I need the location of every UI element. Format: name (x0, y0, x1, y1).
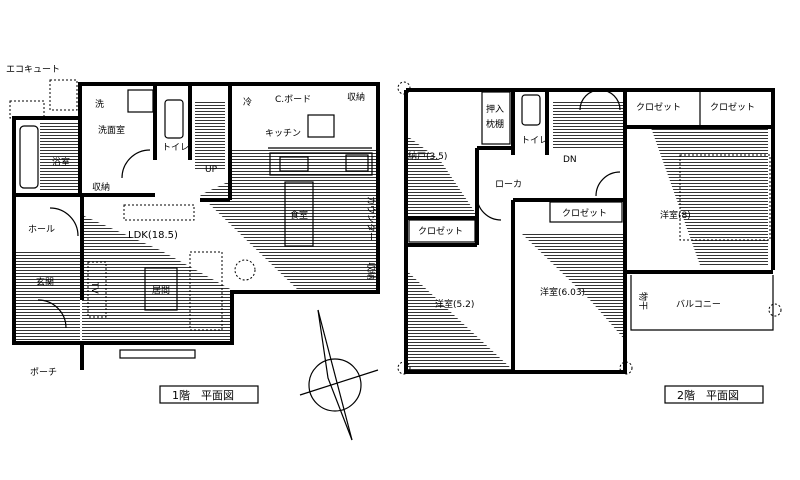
label-entrance: 玄関 (36, 276, 54, 288)
column-mark (397, 81, 411, 95)
bath-wall (12, 116, 80, 197)
storeroom-hatch (406, 135, 477, 215)
floor-1-title-box (159, 385, 259, 404)
label-hall: ホール (28, 224, 55, 235)
living-floor-hatch (82, 215, 232, 343)
label-dining: 食室 (290, 209, 308, 221)
kitchen-counter (269, 152, 373, 176)
stove (345, 154, 369, 172)
label-washer: 洗 (95, 98, 104, 110)
label-oshiire2: 枕棚 (486, 118, 504, 130)
label-bedroom52: 洋室(5.2) (435, 298, 474, 310)
label-toilet: トイレ (162, 143, 189, 153)
ecocute-unit (9, 100, 45, 119)
label-drying: 物干 (637, 292, 649, 310)
door-swing (121, 149, 151, 179)
bed (679, 154, 771, 241)
stair-turn (579, 89, 621, 111)
label-washroom: 洗面室 (98, 124, 125, 136)
plant (234, 259, 256, 281)
label-dn: DN (563, 155, 577, 165)
label-oshiire: 押入 (486, 103, 504, 115)
label-counter: カウンター (365, 196, 376, 241)
label-fridge: 冷 (243, 96, 252, 108)
label-closet-left: クロゼット (418, 225, 463, 237)
floor-1-plan: エコキュート 洗 洗面室 浴室 収納 トイレ UP 冷 C.ボード 収納 キッチ… (6, 65, 380, 441)
floor-1-outer-wall (78, 82, 380, 370)
label-balcony: バルコニー (676, 299, 721, 310)
stairs-hatch-2 (553, 100, 625, 150)
closet-mid-box (549, 201, 623, 223)
label-closet-b: クロゼット (710, 101, 755, 113)
label-tv: TV (89, 281, 99, 294)
label-porch: ポーチ (30, 367, 57, 378)
kitchen-unit (307, 114, 335, 138)
floor-2-outer-wall (404, 90, 627, 374)
floor-2-title-box (664, 385, 764, 404)
sink (279, 156, 309, 172)
toilet-fixture (164, 99, 184, 139)
door-swing (476, 195, 502, 221)
label-cupboard: C.ボード (275, 94, 311, 105)
label-storage-bath: 収納 (92, 181, 110, 193)
sofa (189, 251, 223, 331)
column-mark (768, 303, 782, 317)
label-toilet-2: トイレ (521, 136, 548, 146)
label-ldk: LDK(18.5) (128, 230, 178, 241)
entrance-floor-hatch (15, 250, 80, 340)
floor-2-plan: 納戸(3.5) 押入 枕棚 トイレ DN クロゼット クロゼット ローカ クロゼ… (397, 81, 782, 404)
label-up: UP (205, 165, 218, 175)
hall-wall (12, 195, 82, 345)
shelf (123, 204, 195, 221)
balcony-rail (630, 275, 774, 331)
bedroom8-hatch (650, 125, 768, 265)
closet-left-box (408, 219, 476, 243)
window-sill (119, 349, 196, 359)
compass-icon (299, 309, 379, 441)
bedroom52-hatch (406, 270, 513, 370)
label-closet-a: クロゼット (636, 101, 681, 113)
tv-stand (87, 261, 107, 318)
ecocute-tank (49, 79, 78, 111)
stairs-hatch (195, 100, 225, 170)
label-corridor: ローカ (495, 179, 522, 190)
bath-floor-hatch (40, 122, 80, 192)
label-ecocute: エコキュート (6, 65, 60, 75)
label-storeroom: 納戸(3.5) (408, 150, 447, 162)
label-closet-mid: クロゼット (562, 207, 607, 219)
living-table (144, 267, 178, 311)
label-kitchen: キッチン (265, 128, 301, 139)
label-bath: 浴室 (52, 156, 70, 168)
label-bedroom603: 洋室(6.03) (540, 286, 585, 298)
floor-2-title: 2階 平面図 (677, 388, 739, 402)
column-mark (397, 361, 411, 375)
door-swing (595, 171, 621, 197)
kitchen-floor-hatch (200, 150, 378, 292)
door-swing (37, 299, 67, 329)
wash-basin (127, 89, 154, 113)
label-bedroom8: 洋室(8) (660, 209, 691, 221)
bedroom603-hatch (520, 232, 625, 340)
floor-2-outer-wall-top (406, 88, 775, 270)
column-mark (619, 361, 633, 375)
oshiire-box (481, 91, 511, 145)
bathtub (19, 125, 39, 189)
toilet2-fixture (521, 94, 541, 126)
dining-table (284, 181, 314, 247)
label-living: 居間 (152, 285, 170, 296)
floor-1-title: 1階 平面図 (172, 388, 234, 402)
label-storage-kitchen: 収納 (347, 91, 365, 103)
label-storage-ldk: 収納 (365, 262, 377, 280)
door-swing (49, 207, 79, 237)
